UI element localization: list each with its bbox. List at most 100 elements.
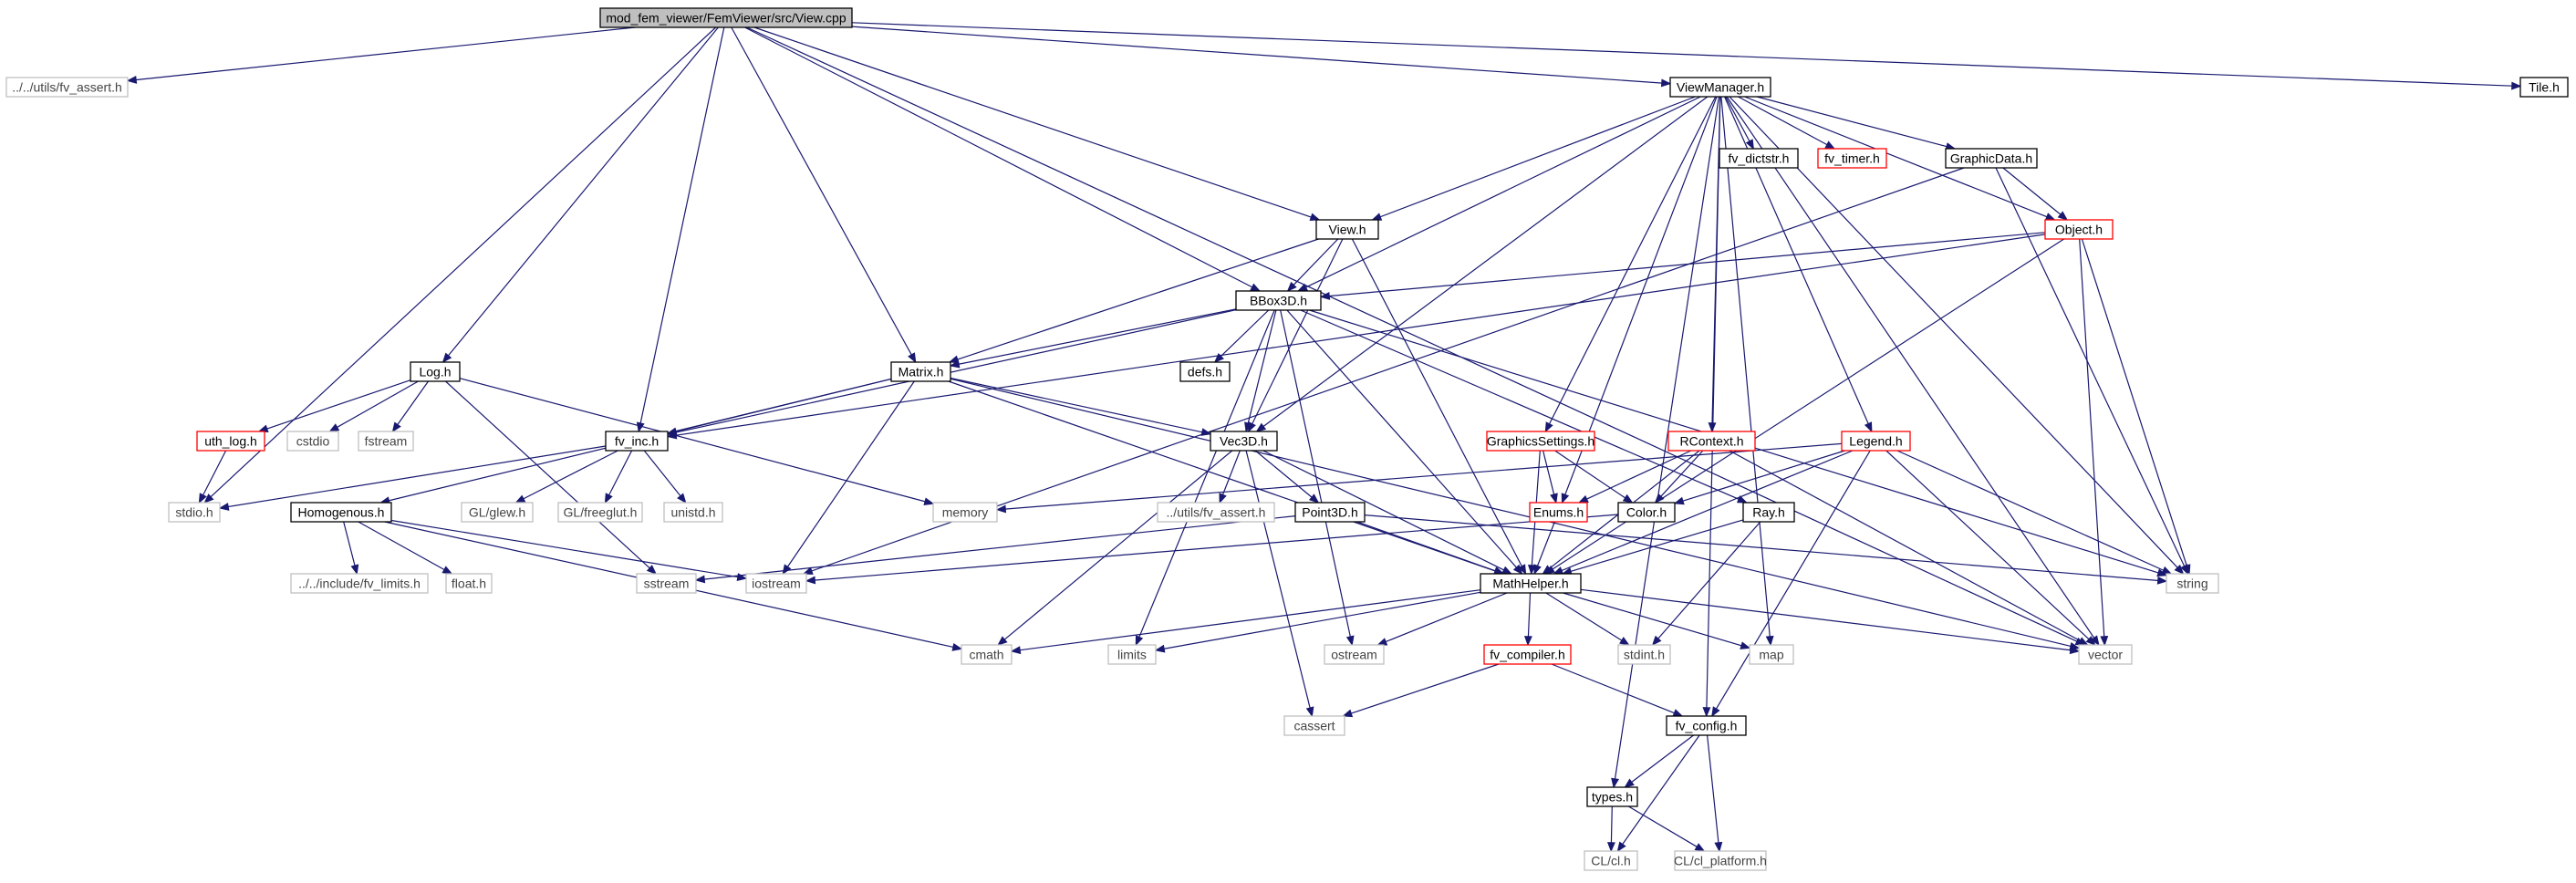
node-vec3d[interactable]: Vec3D.h bbox=[1210, 431, 1278, 452]
node-label: cmath bbox=[969, 648, 1003, 662]
edge-arrowhead bbox=[1371, 213, 1383, 221]
edge-arrowhead bbox=[1533, 564, 1542, 576]
node-label: BBox3D.h bbox=[1250, 294, 1307, 308]
edge-fv_inc-to-freeglut bbox=[604, 450, 633, 504]
node-graphicdata[interactable]: GraphicData.h bbox=[1945, 148, 2038, 169]
node-types[interactable]: types.h bbox=[1586, 786, 1638, 807]
edge-legend-to-memory bbox=[995, 442, 1843, 514]
node-legend[interactable]: Legend.h bbox=[1841, 431, 1911, 452]
node-fv_inc[interactable]: fv_inc.h bbox=[605, 431, 669, 452]
edge-arrowhead bbox=[2156, 576, 2168, 585]
node-fv_timer[interactable]: fv_timer.h bbox=[1817, 148, 1887, 169]
edge-arrowhead bbox=[1550, 493, 1558, 504]
node-rcontext[interactable]: RContext.h bbox=[1667, 431, 1756, 452]
edge-arrowhead bbox=[1542, 565, 1553, 575]
edge-arrowhead bbox=[126, 76, 138, 84]
edge-line bbox=[851, 22, 2513, 87]
node-enums[interactable]: Enums.h bbox=[1529, 502, 1588, 523]
node-box bbox=[1324, 644, 1385, 665]
edge-viewmanager-to-rcontext bbox=[1708, 96, 1721, 433]
edge-arrowhead bbox=[1213, 353, 1224, 363]
edge-arrowhead bbox=[951, 642, 963, 651]
node-mathhelper[interactable]: MathHelper.h bbox=[1480, 573, 1582, 594]
node-label: fv_timer.h bbox=[1824, 151, 1880, 166]
node-graphicssettings[interactable]: GraphicsSettings.h bbox=[1486, 431, 1595, 452]
edge-bbox3d-to-vec3d bbox=[1244, 309, 1277, 433]
edge-graphicdata-to-object bbox=[2002, 167, 2069, 221]
edge-root-to-matrix bbox=[731, 26, 917, 364]
edge-line bbox=[1351, 238, 1523, 567]
edge-bbox3d-to-limits bbox=[1135, 309, 1275, 647]
edge-line bbox=[1385, 592, 1508, 643]
node-bbox3d[interactable]: BBox3D.h bbox=[1235, 290, 1322, 311]
edge-line bbox=[1610, 805, 1613, 844]
edge-line bbox=[1738, 96, 1828, 146]
edge-object-to-bbox3d bbox=[1319, 232, 2046, 300]
node-glew: GL/glew.h bbox=[461, 502, 534, 523]
node-fv_dictstr[interactable]: fv_dictstr.h bbox=[1719, 148, 1799, 169]
edge-fv_compiler-to-cassert bbox=[1342, 663, 1500, 718]
node-log[interactable]: Log.h bbox=[410, 361, 461, 382]
edge-arrowhead bbox=[198, 493, 207, 504]
edge-line bbox=[950, 377, 1203, 433]
edge-fv_config-to-cl_platform bbox=[1707, 734, 1723, 853]
edge-line bbox=[1729, 450, 2082, 642]
node-label: mod_fem_viewer/FemViewer/src/View.cpp bbox=[606, 11, 846, 26]
edge-arrowhead bbox=[1654, 493, 1665, 504]
node-ray[interactable]: Ray.h bbox=[1742, 502, 1795, 523]
node-label: fv_dictstr.h bbox=[1729, 151, 1790, 166]
node-box bbox=[663, 502, 723, 523]
edge-arrowhead bbox=[1702, 707, 1711, 718]
edge-viewmanager-to-object bbox=[1744, 96, 2056, 221]
edge-graphicdata-to-iostream bbox=[802, 167, 1965, 575]
edge-line bbox=[2081, 238, 2188, 567]
node-label: string bbox=[2176, 577, 2207, 591]
edge-arrowhead bbox=[1010, 646, 1022, 655]
node-viewmanager[interactable]: ViewManager.h bbox=[1669, 77, 1771, 98]
node-box bbox=[1669, 77, 1771, 98]
node-label: float.h bbox=[452, 577, 486, 591]
node-box bbox=[932, 502, 998, 523]
node-root[interactable]: mod_fem_viewer/FemViewer/src/View.cpp bbox=[599, 7, 853, 28]
edge-arrowhead bbox=[1286, 281, 1297, 292]
edge-line bbox=[396, 380, 429, 426]
edge-line bbox=[1300, 309, 1740, 501]
edge-line bbox=[1220, 309, 1270, 358]
nodes-layer: mod_fem_viewer/FemViewer/src/View.cpp../… bbox=[5, 7, 2569, 871]
node-label: memory bbox=[942, 505, 989, 520]
node-box bbox=[1210, 431, 1278, 452]
node-limits: limits bbox=[1107, 644, 1157, 665]
node-memory: memory bbox=[932, 502, 998, 523]
edge-line bbox=[1280, 309, 1352, 638]
edge-line bbox=[608, 450, 633, 496]
node-fv_compiler[interactable]: fv_compiler.h bbox=[1483, 644, 1572, 665]
node-box bbox=[636, 573, 697, 594]
node-label: ViewManager.h bbox=[1677, 80, 1764, 95]
node-fv_config[interactable]: fv_config.h bbox=[1666, 715, 1747, 736]
node-point3d[interactable]: Point3D.h bbox=[1294, 502, 1366, 523]
edge-arrowhead bbox=[694, 575, 706, 584]
edge-arrowhead bbox=[441, 566, 453, 575]
edge-line bbox=[948, 380, 1496, 572]
node-homogenous[interactable]: Homogenous.h bbox=[290, 502, 392, 523]
node-view[interactable]: View.h bbox=[1315, 219, 1379, 240]
edge-arrowhead bbox=[805, 576, 816, 585]
node-defs[interactable]: defs.h bbox=[1179, 361, 1231, 382]
edge-viewmanager-to-vec3d bbox=[1255, 96, 1709, 432]
node-matrix[interactable]: Matrix.h bbox=[890, 361, 951, 382]
node-label: Tile.h bbox=[2529, 80, 2560, 95]
edge-types-to-cl bbox=[1606, 805, 1615, 853]
node-tile[interactable]: Tile.h bbox=[2519, 77, 2569, 98]
node-color[interactable]: Color.h bbox=[1617, 502, 1676, 523]
edge-arrowhead bbox=[2161, 566, 2173, 575]
edge-object-to-mathhelper bbox=[1544, 238, 2065, 575]
edge-line bbox=[1551, 663, 1676, 714]
edge-arrowhead bbox=[1345, 635, 1355, 647]
node-object[interactable]: Object.h bbox=[2044, 219, 2114, 240]
edge-line bbox=[1251, 238, 1344, 425]
edge-line bbox=[746, 26, 2078, 642]
node-box bbox=[890, 361, 951, 382]
edge-line bbox=[1221, 450, 1241, 496]
node-uth_log[interactable]: uth_log.h bbox=[196, 431, 265, 452]
node-freeglut: GL/freeglut.h bbox=[557, 502, 643, 523]
